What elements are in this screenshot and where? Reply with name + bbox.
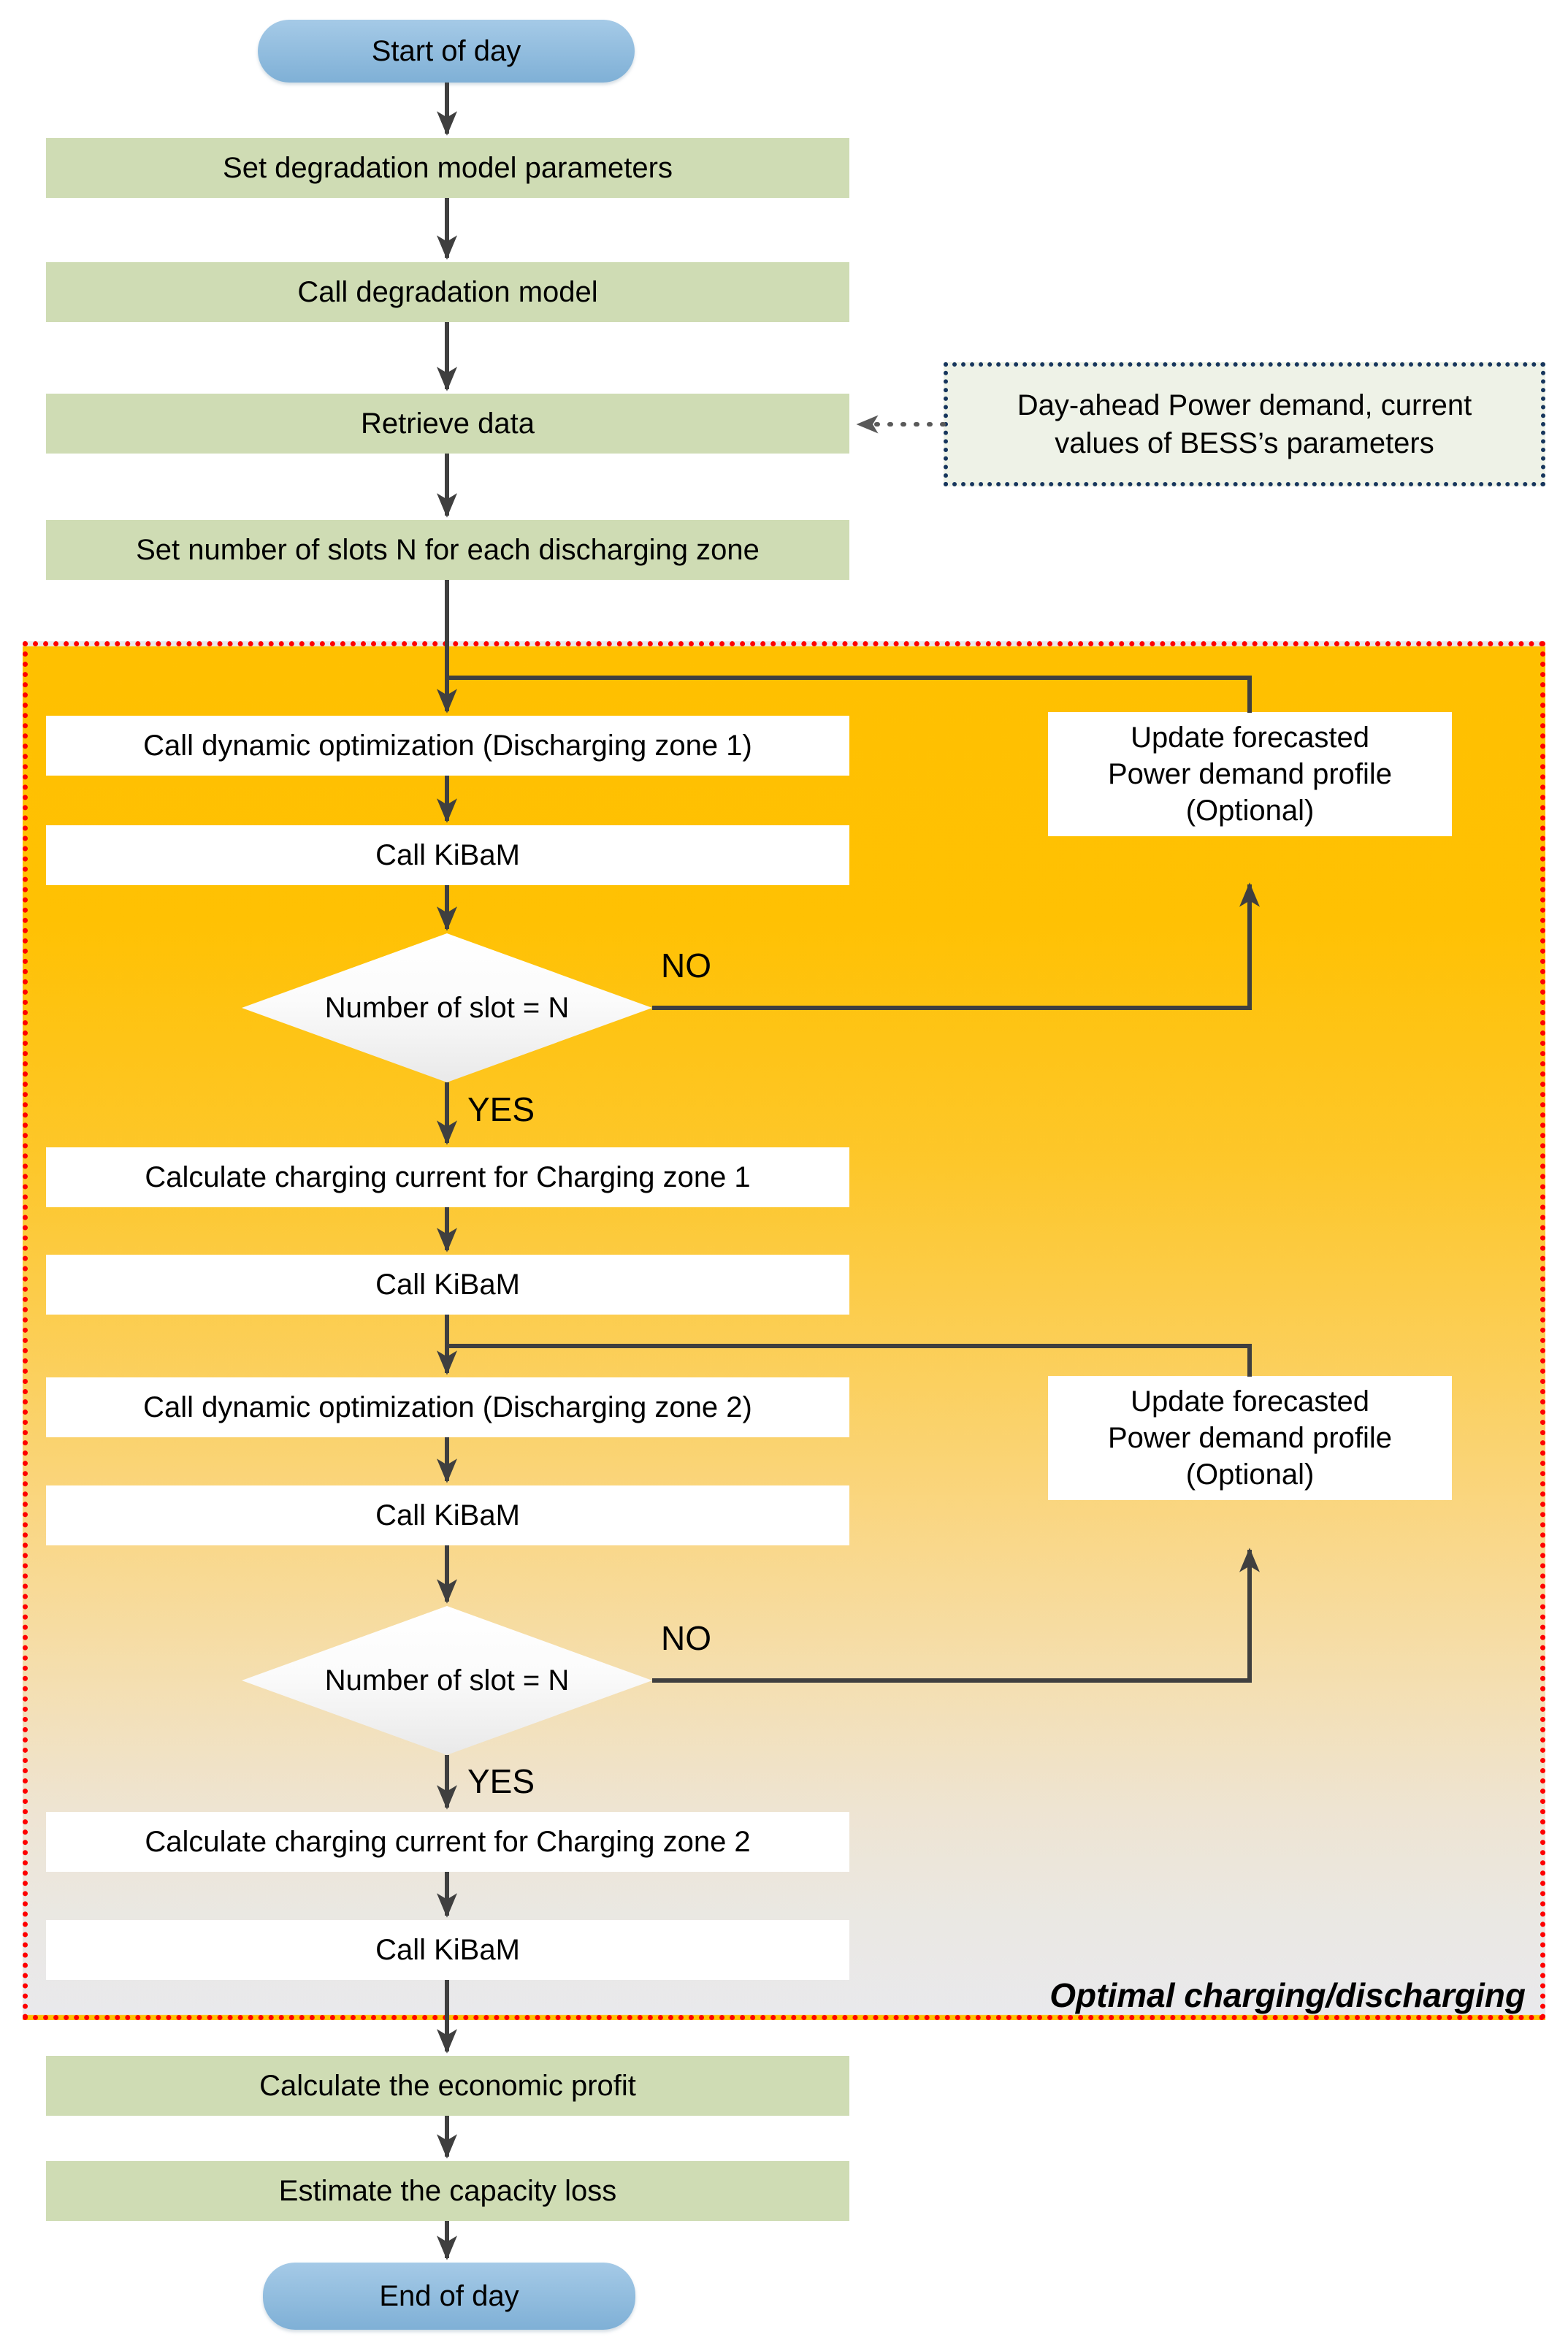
process-call-dynamic-optimization-zone2: Call dynamic optimization (Discharging z…	[46, 1377, 849, 1437]
process-calc-charging-zone2: Calculate charging current for Charging …	[46, 1812, 849, 1872]
process-set-number-of-slots: Set number of slots N for each dischargi…	[46, 520, 849, 580]
update-forecast-1-line2: Power demand profile	[1107, 758, 1393, 790]
process-calc-economic-profit: Calculate the economic profit	[46, 2056, 849, 2116]
update-forecast-1-line1: Update forecasted	[1131, 722, 1369, 754]
process-estimate-capacity-loss: Estimate the capacity loss	[46, 2161, 849, 2221]
optimal-region-label: Optimal charging/discharging	[1049, 1976, 1526, 2014]
end-terminator: End of day	[263, 2263, 635, 2330]
process-call-degradation-model: Call degradation model	[46, 262, 849, 322]
edge-label-yes-1: YES	[467, 1090, 535, 1128]
process-update-forecast-2: Update forecasted Power demand profile (…	[1048, 1376, 1452, 1500]
data-input-note-line2: values of BESS’s parameters	[1055, 427, 1434, 459]
process-set-degradation-params: Set degradation model parameters	[46, 138, 849, 198]
edge-label-no-2: NO	[661, 1619, 711, 1657]
edge-label-yes-2: YES	[467, 1762, 535, 1800]
process-call-kibam-2: Call KiBaM	[46, 1255, 849, 1315]
update-forecast-2-line1: Update forecasted	[1131, 1385, 1369, 1418]
process-retrieve-data: Retrieve data	[46, 394, 849, 454]
update-forecast-2-line2: Power demand profile	[1107, 1422, 1393, 1454]
process-call-kibam-4: Call KiBaM	[46, 1920, 849, 1980]
process-call-kibam-3: Call KiBaM	[46, 1485, 849, 1545]
data-input-note-line1: Day-ahead Power demand, current	[1017, 389, 1472, 421]
process-update-forecast-1: Update forecasted Power demand profile (…	[1048, 712, 1452, 836]
update-forecast-2-line3: (Optional)	[1185, 1458, 1315, 1491]
update-forecast-1-line3: (Optional)	[1185, 795, 1315, 827]
process-calc-charging-zone1: Calculate charging current for Charging …	[46, 1147, 849, 1207]
process-call-kibam-1: Call KiBaM	[46, 825, 849, 885]
edge-label-no-1: NO	[661, 947, 711, 984]
start-terminator: Start of day	[258, 20, 635, 83]
process-call-dynamic-optimization-zone1: Call dynamic optimization (Discharging z…	[46, 716, 849, 776]
data-input-note: Day-ahead Power demand, current values o…	[944, 362, 1545, 486]
